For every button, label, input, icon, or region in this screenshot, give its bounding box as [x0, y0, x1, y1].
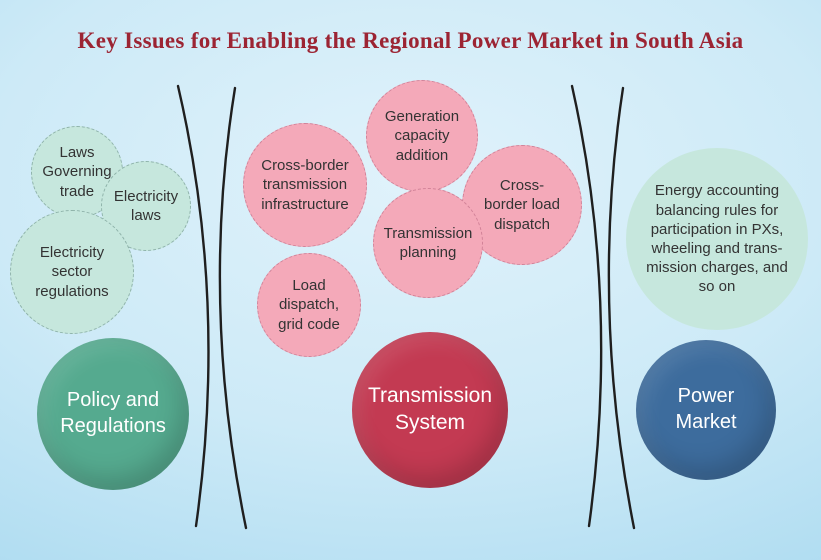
- page-title: Key Issues for Enabling the Regional Pow…: [77, 28, 744, 53]
- issue-label-laws-governing-trade: Laws Governing trade: [42, 144, 112, 200]
- issue-label-generation-capacity-addition: Generation capacity addition: [384, 108, 460, 164]
- issue-label-cross-border-transmission-infrastructure: Cross-border transmission infrastructure: [261, 157, 349, 213]
- issue-bubble-electricity-laws: Electricity laws: [101, 161, 191, 251]
- issue-bubble-transmission-planning: Transmission planning: [373, 188, 483, 298]
- category-label-power-market: Power Market: [675, 385, 737, 433]
- issue-label-electricity-laws: Electricity laws: [113, 187, 179, 224]
- right-divider-curve-2: [607, 86, 636, 530]
- category-label-policy-regulations: Policy and Regulations: [60, 389, 166, 437]
- issue-bubble-electricity-sector-regulations: Electricity sector regulations: [10, 210, 134, 334]
- issue-label-energy-accounting-balancing-rules: Energy accounting balancing rules for pa…: [646, 182, 788, 296]
- issue-bubble-generation-capacity-addition: Generation capacity addition: [366, 80, 478, 192]
- issue-label-transmission-planning: Transmission planning: [383, 224, 473, 261]
- issue-bubble-laws-governing-trade: Laws Governing trade: [31, 126, 123, 218]
- issue-label-load-dispatch-grid-code: Load dispatch, grid code: [278, 277, 340, 333]
- left-divider-curve-1: [176, 84, 210, 528]
- category-circle-policy-regulations: Policy and Regulations: [37, 338, 189, 490]
- issue-label-cross-border-load-dispatch: Cross-border load dispatch: [484, 177, 560, 233]
- category-circle-power-market: Power Market: [636, 340, 776, 480]
- right-divider-curve-1: [570, 84, 603, 528]
- category-label-transmission-system: Transmission System: [367, 384, 493, 434]
- category-circle-transmission-system: Transmission System: [352, 332, 508, 488]
- left-divider-curve-2: [218, 86, 248, 530]
- issue-bubble-energy-accounting-balancing-rules: Energy accounting balancing rules for pa…: [626, 148, 808, 330]
- issue-bubble-load-dispatch-grid-code: Load dispatch, grid code: [257, 253, 361, 357]
- issue-label-electricity-sector-regulations: Electricity sector regulations: [35, 244, 109, 300]
- issue-bubble-cross-border-transmission-infrastructure: Cross-border transmission infrastructure: [243, 123, 367, 247]
